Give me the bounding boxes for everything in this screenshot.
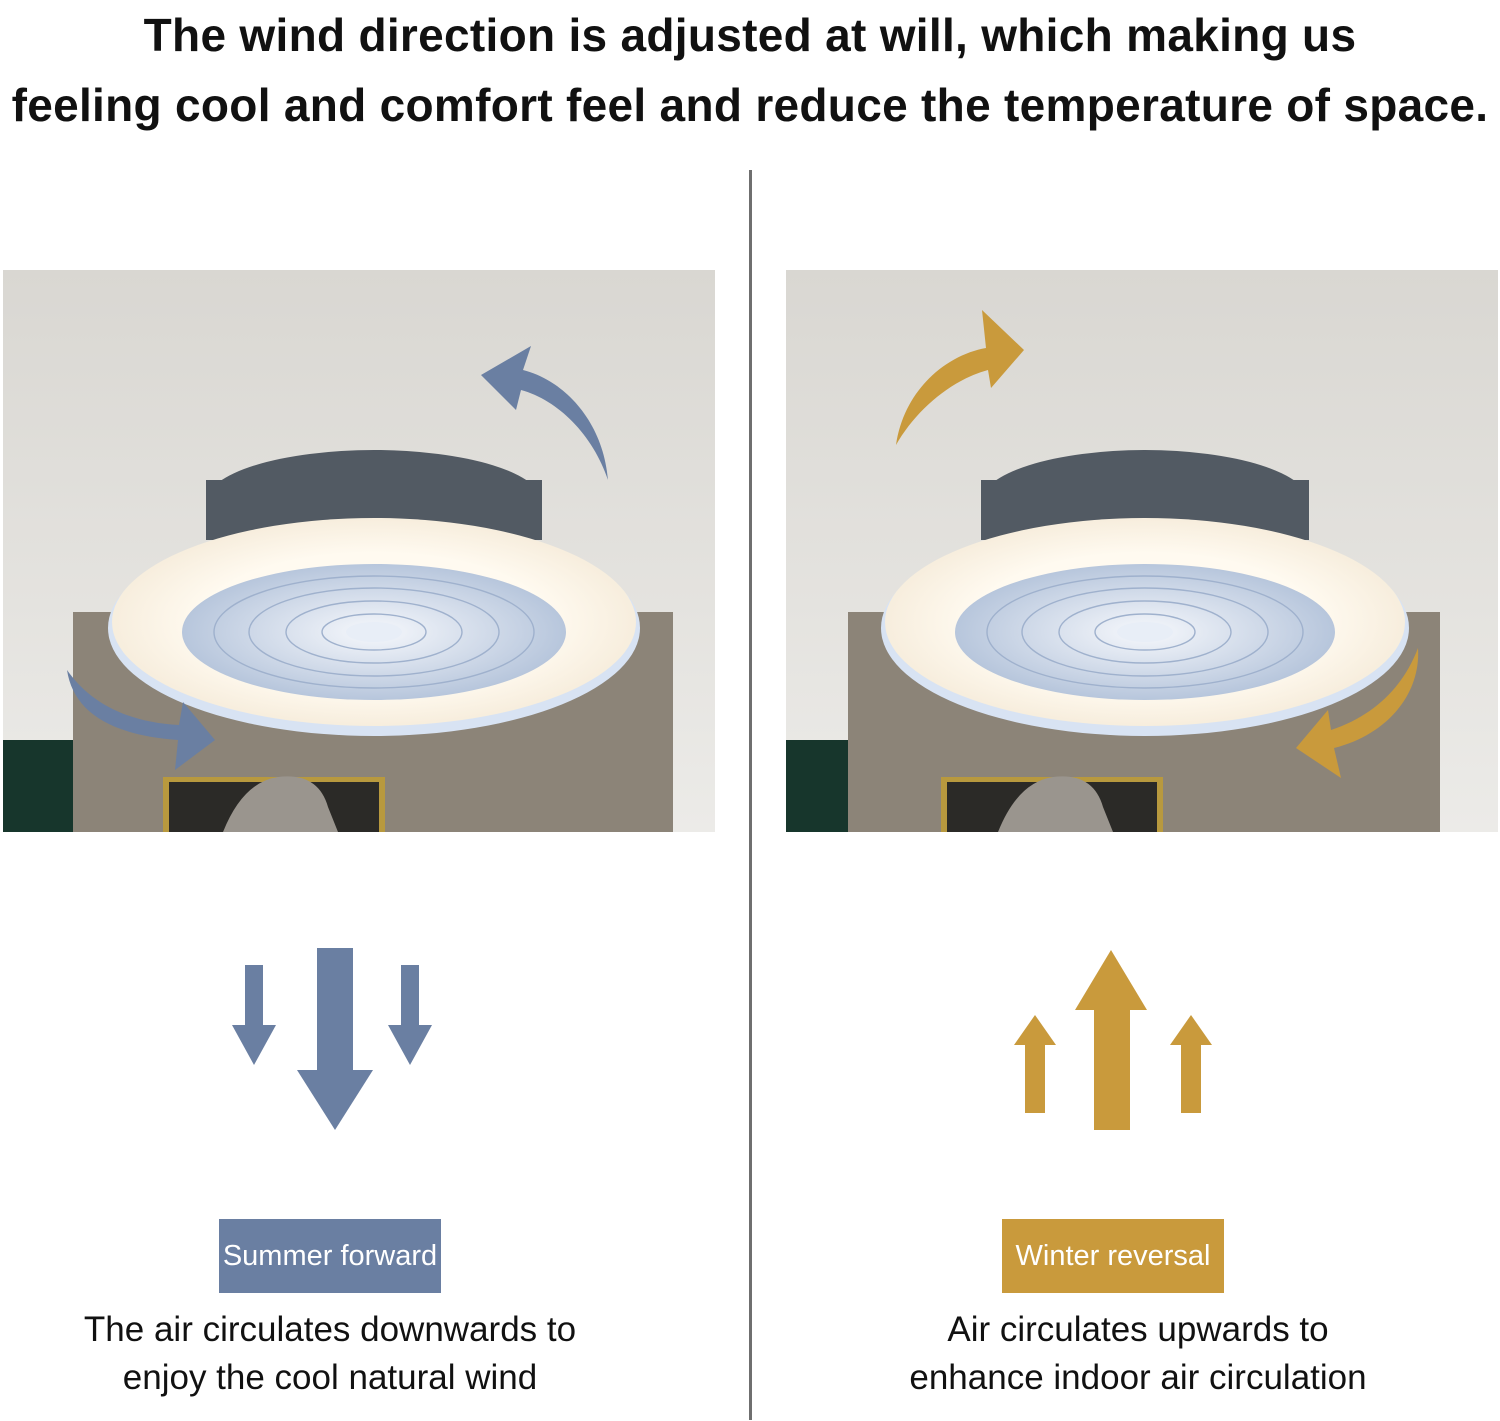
headline-line-2: feeling cool and comfort feel and reduce… — [11, 79, 1489, 131]
airflow-up-arrows-icon — [1005, 945, 1220, 1135]
winter-caption-line-2: enhance indoor air circulation — [909, 1358, 1367, 1397]
winter-fan-photo — [786, 270, 1498, 832]
curved-airflow-arrow-icon — [481, 346, 608, 480]
airflow-down-arrows-icon — [225, 945, 440, 1135]
summer-fan-photo — [3, 270, 715, 832]
curved-airflow-arrow-icon — [1296, 648, 1419, 778]
summer-forward-badge: Summer forward — [219, 1219, 441, 1293]
summer-caption-line-2: enjoy the cool natural wind — [122, 1358, 538, 1397]
summer-caption: The air circulates downwards to enjoy th… — [30, 1306, 630, 1402]
headline: The wind direction is adjusted at will, … — [0, 0, 1500, 140]
winter-caption: Air circulates upwards to enhance indoor… — [838, 1306, 1438, 1402]
curved-airflow-arrow-icon — [67, 670, 215, 770]
winter-caption-line-1: Air circulates upwards to — [947, 1310, 1329, 1349]
panel-divider — [749, 170, 752, 1420]
headline-line-1: The wind direction is adjusted at will, … — [143, 9, 1357, 61]
curved-airflow-arrow-icon — [896, 310, 1024, 445]
winter-reversal-badge: Winter reversal — [1002, 1219, 1224, 1293]
summer-caption-line-1: The air circulates downwards to — [83, 1310, 577, 1349]
